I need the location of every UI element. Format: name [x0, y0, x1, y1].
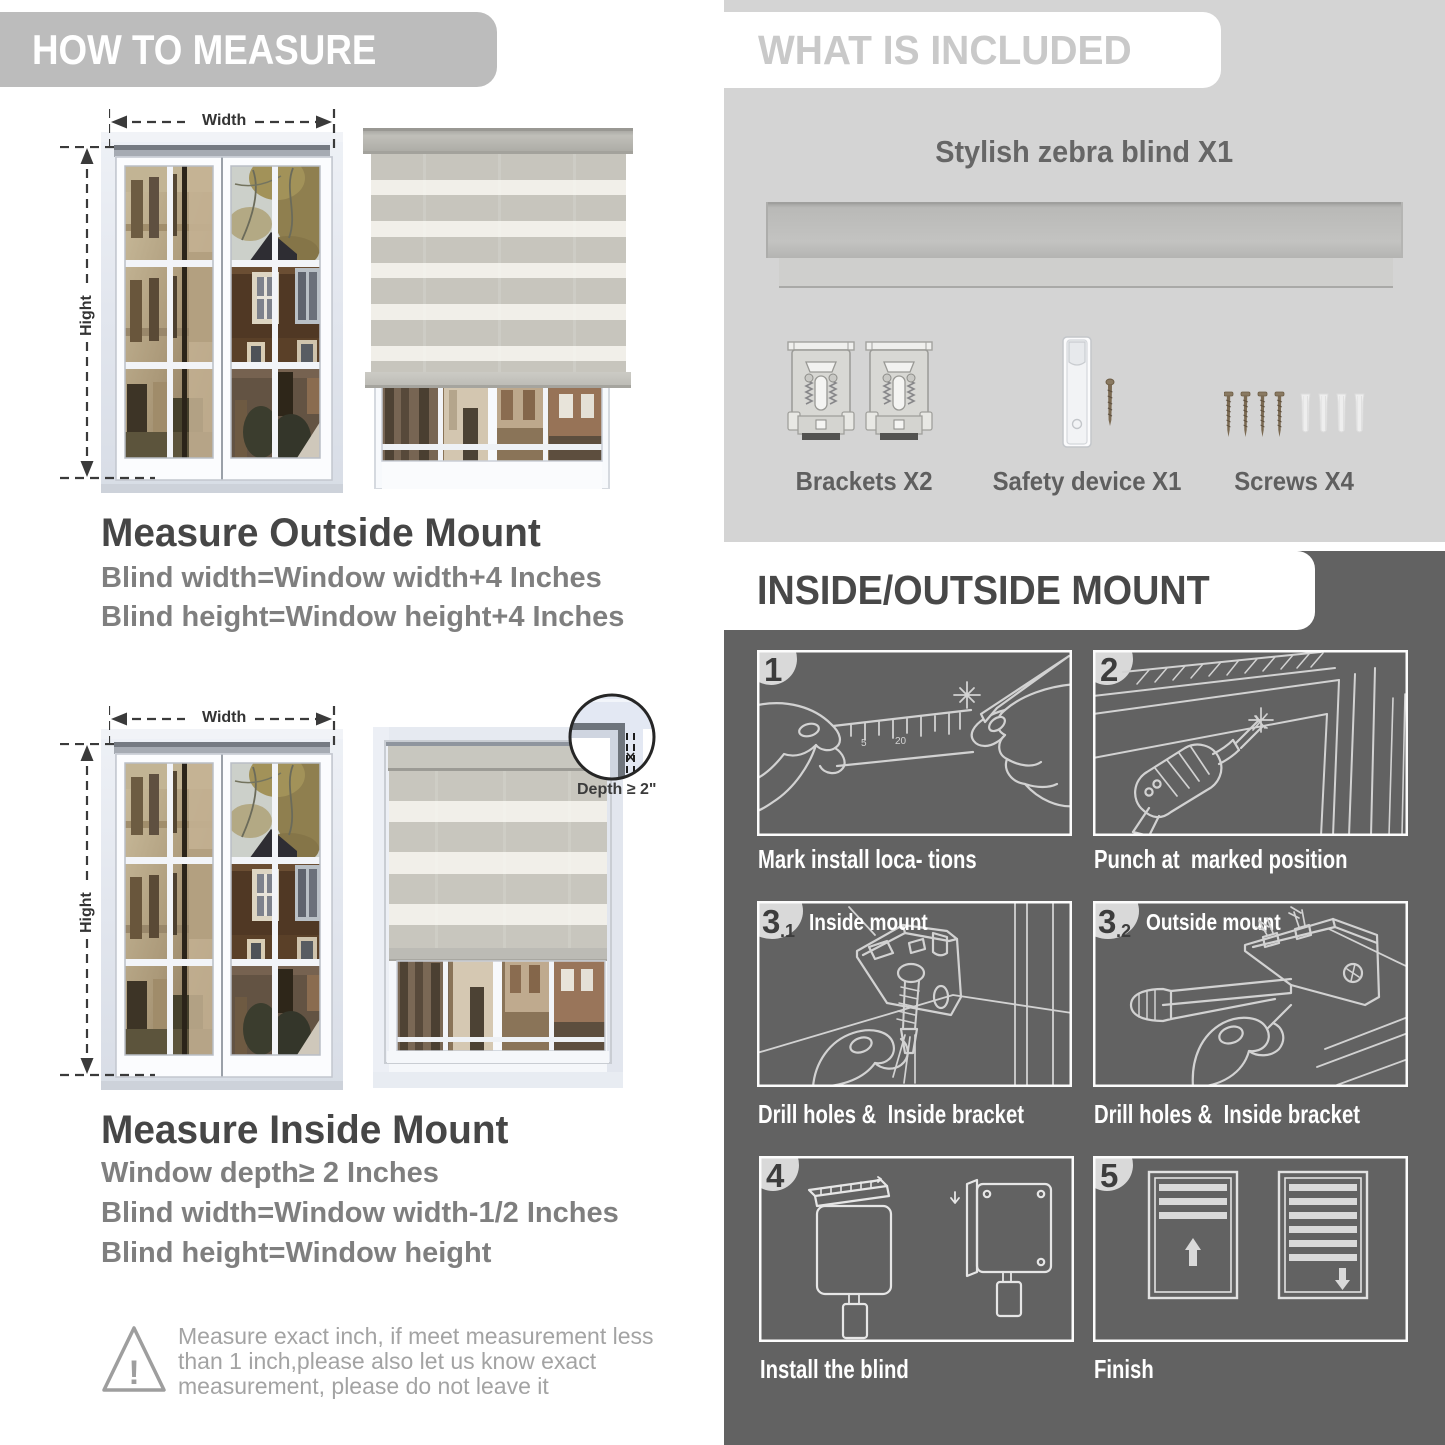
- svg-text:1: 1: [764, 651, 782, 688]
- svg-text:.2: .2: [1116, 921, 1131, 941]
- svg-text:3: 3: [762, 903, 780, 940]
- svg-text:!: !: [128, 1354, 139, 1392]
- svg-text:5: 5: [1100, 1157, 1118, 1194]
- svg-text:2: 2: [1100, 651, 1118, 688]
- svg-text:5: 5: [861, 738, 867, 749]
- svg-text:.1: .1: [780, 921, 795, 941]
- svg-text:20: 20: [895, 736, 907, 747]
- svg-text:3: 3: [1098, 903, 1116, 940]
- svg-text:4: 4: [766, 1157, 785, 1194]
